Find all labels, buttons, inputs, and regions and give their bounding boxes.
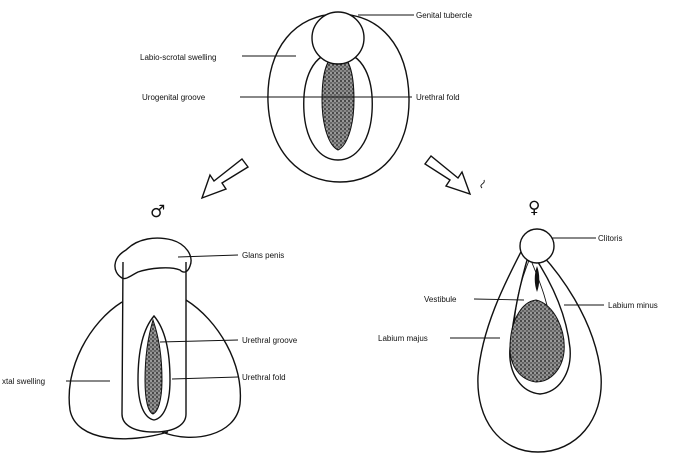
vestibule-opening xyxy=(535,266,540,292)
urethral-groove-shape xyxy=(145,320,162,414)
stray-mark xyxy=(481,180,484,188)
label-urethral-groove: Urethral groove xyxy=(242,336,298,345)
scrotal-swelling-right xyxy=(162,300,240,437)
female-figure xyxy=(478,229,601,452)
label-urogenital-groove: Urogenital groove xyxy=(142,93,206,102)
female-symbol: ♀ xyxy=(528,198,540,218)
genital-tubercle-shape xyxy=(312,12,364,64)
urogenital-groove-shape xyxy=(322,54,354,150)
label-scrotal-swelling: xtal swelling xyxy=(2,377,45,386)
label-genital-tubercle: Genital tubercle xyxy=(416,11,473,20)
arrow-to-male xyxy=(202,159,248,198)
male-symbol: ♂ xyxy=(150,202,165,222)
label-urethral-fold-male: Urethral fold xyxy=(242,373,286,382)
arrow-to-female xyxy=(425,156,470,194)
clitoris-shape xyxy=(520,229,554,263)
label-glans-penis: Glans penis xyxy=(242,251,284,260)
label-clitoris: Clitoris xyxy=(598,234,622,243)
glans-penis-shape xyxy=(115,238,191,278)
label-labium-majus: Labium majus xyxy=(378,334,428,343)
label-labio-scrotal-swelling: Labio-scrotal swelling xyxy=(140,53,216,62)
label-vestibule: Vestibule xyxy=(424,295,457,304)
male-figure xyxy=(69,238,240,439)
label-labium-minus: Labium minus xyxy=(608,301,658,310)
label-urethral-fold-top: Urethral fold xyxy=(416,93,460,102)
labium-majus-stippled xyxy=(510,300,564,382)
